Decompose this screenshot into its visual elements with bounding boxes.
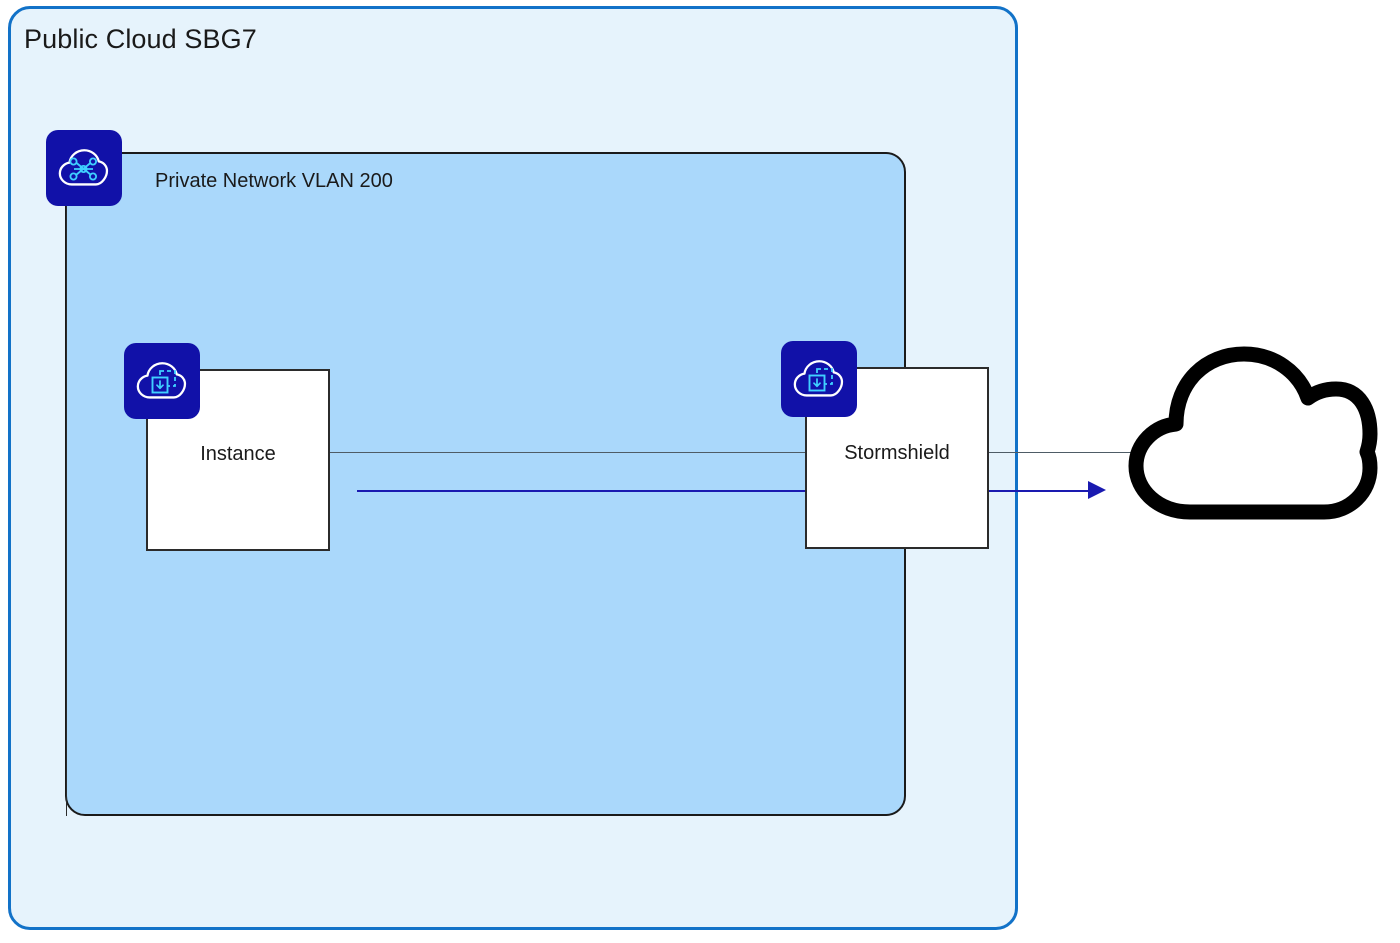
public-cloud-title: Public Cloud SBG7 [24, 24, 257, 54]
cloud-instance-icon[interactable] [124, 343, 200, 419]
cloud-instance-icon-glyph [793, 360, 844, 397]
outbound-arrow-head [1088, 481, 1106, 499]
outbound-traffic-line [357, 490, 1102, 492]
internet-cloud-icon-glyph [1128, 346, 1378, 520]
cloud-instance-icon[interactable] [781, 341, 857, 417]
instance-node-label: Instance [200, 443, 276, 465]
stormshield-node-label: Stormshield [844, 442, 950, 464]
stormshield-to-internet-line [989, 452, 1145, 453]
cloud-network-icon[interactable] [46, 130, 122, 206]
internet-cloud-icon[interactable] [1128, 330, 1378, 525]
cloud-instance-icon-glyph [136, 362, 187, 399]
private-network-label: Private Network VLAN 200 [155, 170, 393, 192]
instance-to-stormshield-line [330, 452, 806, 453]
network-stem-line [66, 206, 67, 816]
cloud-network-icon-glyph [58, 149, 109, 186]
